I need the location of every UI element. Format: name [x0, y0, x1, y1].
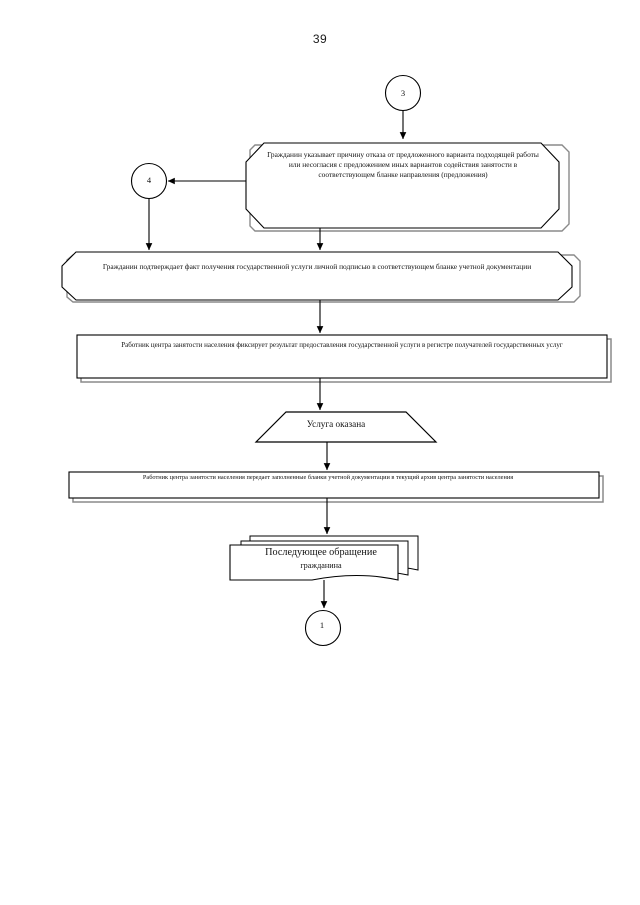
step-confirm-receipt-shape — [61, 251, 573, 301]
connector-circle-1 — [304, 609, 342, 647]
step-refusal-reason-shape — [245, 142, 560, 229]
page-number: 39 — [312, 32, 328, 46]
step-register-result-shape — [76, 334, 608, 379]
state-service-rendered-shape — [254, 411, 438, 443]
connector-circle-4 — [130, 162, 168, 200]
connector-circle-3 — [384, 74, 422, 112]
step-transfer-to-archive-shape — [68, 471, 600, 499]
step-subsequent-request-shape — [229, 544, 399, 581]
